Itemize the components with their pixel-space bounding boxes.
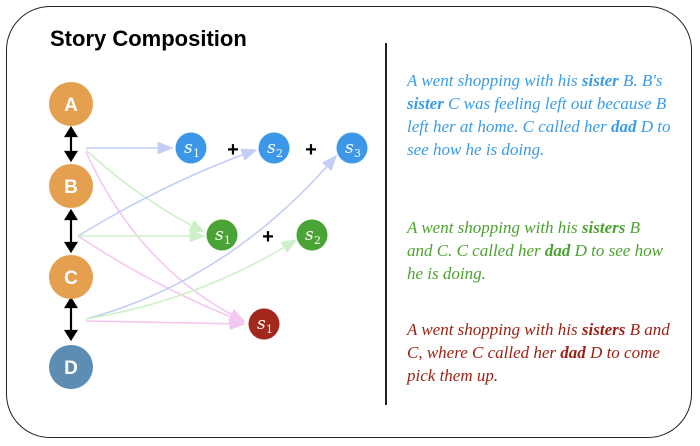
connector-edges bbox=[77, 141, 338, 331]
svg-text:B: B bbox=[64, 177, 78, 198]
edge-c-s3-blue bbox=[85, 154, 338, 320]
story-red-run-2: B and C, where C called her bbox=[407, 320, 670, 362]
sentence-red-1: s 1 bbox=[248, 308, 280, 340]
svg-text:1: 1 bbox=[224, 234, 231, 247]
story-blue-run-3: sister bbox=[407, 94, 444, 113]
story-blue: A went shopping with his sister B. B's s… bbox=[407, 69, 677, 161]
relation-arrows bbox=[64, 125, 78, 342]
edge-c-s1-red bbox=[85, 317, 246, 331]
story-green-run-4: D to see how he is doing. bbox=[407, 241, 663, 283]
diagram-title: Story Composition bbox=[50, 26, 247, 51]
svg-text:A: A bbox=[64, 95, 78, 116]
edge-b-s2-blue bbox=[77, 148, 258, 237]
story-green-run-3: dad bbox=[544, 241, 571, 260]
relation-arrow-a-b bbox=[64, 125, 78, 163]
node-d: D bbox=[49, 345, 93, 389]
svg-text:1: 1 bbox=[193, 147, 200, 160]
sentence-blue-1: s 1 bbox=[175, 132, 207, 164]
story-green-run-2: B and C. C called her bbox=[407, 218, 641, 260]
edge-a-s1-green bbox=[85, 149, 206, 233]
node-b: B bbox=[49, 164, 93, 208]
story-green-run-0: A went shopping with his bbox=[407, 218, 582, 237]
svg-text:1: 1 bbox=[266, 323, 273, 336]
story-blue-run-4: C was feeling left out because B left he… bbox=[407, 94, 667, 136]
node-a: A bbox=[49, 82, 93, 126]
sentence-blue-2: s 2 bbox=[258, 132, 290, 164]
story-blue-run-6: D to see how he is doing. bbox=[407, 117, 671, 159]
story-blue-run-5: dad bbox=[610, 117, 637, 136]
sentence-green-2: s 2 bbox=[296, 219, 328, 251]
panel-divider bbox=[385, 43, 387, 405]
plus-blue-2: + bbox=[305, 139, 317, 161]
story-blue-run-0: A went shopping with his bbox=[407, 71, 582, 90]
svg-text:s: s bbox=[305, 225, 314, 245]
relation-arrow-c-d bbox=[64, 296, 78, 342]
story-blue-run-2: B. B's bbox=[618, 71, 663, 90]
svg-text:C: C bbox=[64, 268, 78, 289]
edge-b-s1-red bbox=[77, 235, 246, 323]
edge-a-s1-red bbox=[85, 151, 246, 322]
sentence-green-1: s 1 bbox=[206, 219, 238, 251]
story-red-run-4: D to come pick them up. bbox=[407, 343, 660, 385]
story-red-run-0: A went shopping with his bbox=[407, 320, 582, 339]
story-red: A went shopping with his sisters B and C… bbox=[407, 318, 682, 387]
story-blue-run-1: sister bbox=[581, 71, 619, 90]
story-green: A went shopping with his sisters B and C… bbox=[407, 216, 667, 285]
node-c: C bbox=[49, 255, 93, 299]
svg-text:3: 3 bbox=[354, 147, 361, 160]
svg-text:s: s bbox=[345, 138, 354, 158]
story-red-run-1: sisters bbox=[581, 320, 626, 339]
plus-green-1: + bbox=[262, 226, 274, 248]
svg-text:2: 2 bbox=[276, 147, 283, 160]
svg-text:2: 2 bbox=[314, 234, 321, 247]
svg-text:s: s bbox=[257, 314, 266, 334]
svg-text:s: s bbox=[267, 138, 276, 158]
svg-text:s: s bbox=[184, 138, 193, 158]
relation-arrow-b-c bbox=[64, 208, 78, 254]
svg-text:s: s bbox=[215, 225, 224, 245]
story-green-run-1: sisters bbox=[581, 218, 626, 237]
story-red-run-3: dad bbox=[560, 343, 586, 362]
diagram-frame bbox=[6, 6, 692, 438]
sentence-blue-3: s 3 bbox=[336, 132, 368, 164]
edge-c-s2-green bbox=[85, 239, 298, 320]
svg-text:D: D bbox=[64, 358, 78, 379]
plus-blue-1: + bbox=[227, 139, 239, 161]
